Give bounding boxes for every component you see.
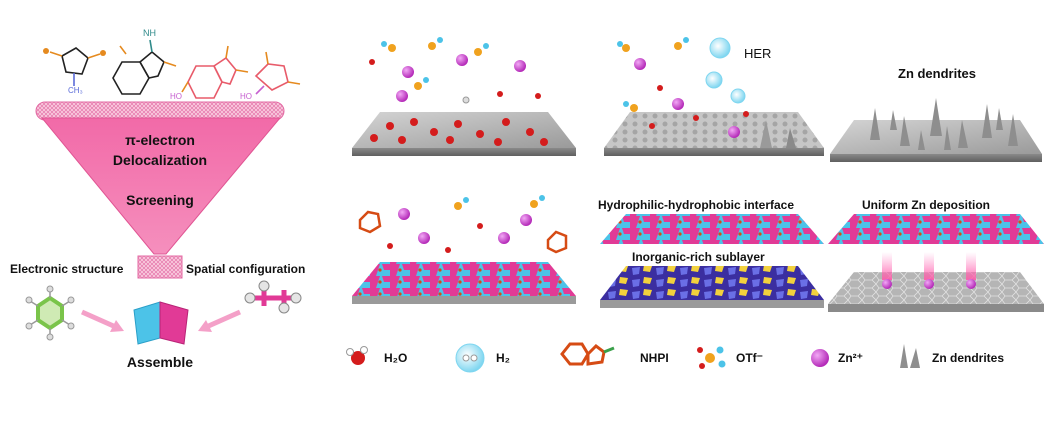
legend-otf-icon: [697, 346, 726, 369]
dendrite-spikes: [870, 98, 1018, 150]
mechanism-panels: [346, 37, 1044, 373]
nh-label: NH: [143, 28, 156, 38]
legend-nhpi-icon: [560, 342, 615, 366]
funnel-line1: π-electron: [125, 132, 195, 148]
water-molecules: [370, 118, 548, 146]
funnel-line2: Delocalization: [112, 152, 208, 168]
h2-bubble: [709, 37, 731, 59]
oxygen-atom: [100, 50, 106, 56]
panel-dendrites: [830, 98, 1042, 162]
uniform-deposition-label: Uniform Zn deposition: [862, 198, 990, 212]
h2-bubble: [730, 88, 746, 104]
ho-label-2: HO: [240, 92, 252, 101]
legend-h2-label: H₂: [496, 351, 510, 365]
legend-dendrites-label: Zn dendrites: [932, 351, 1005, 365]
legend-water-label: H₂O: [384, 351, 408, 365]
methyl-label: CH₃: [68, 86, 83, 95]
legend-nhpi-label: NHPI: [640, 351, 669, 365]
molecule-methylsuccinimide: [49, 47, 101, 86]
panel-bare-zn: [352, 37, 576, 156]
otf-anions: [381, 37, 489, 90]
assemble-label: Assemble: [126, 354, 194, 370]
benzene-icon: [25, 285, 75, 341]
oxygen-atom: [43, 48, 49, 54]
funnel-neck: [137, 255, 183, 279]
assemble-arrow-right: [198, 309, 242, 332]
panel-nhpi-layer: [352, 195, 576, 304]
ho-label-1: HO: [170, 92, 182, 101]
molecule-nhpi: [181, 45, 249, 99]
legend-zn-label: Zn²⁺: [838, 351, 863, 365]
spatial-configuration-label: Spatial configuration: [186, 262, 306, 276]
hydrophilic-interface-label: Hydrophilic-hydrophobic interface: [598, 198, 795, 212]
her-label: HER: [744, 46, 772, 61]
inorganic-sublayer-label: Inorganic-rich sublayer: [632, 250, 765, 264]
funnel-diagram: [25, 39, 302, 345]
molecule-nhs: [254, 51, 301, 95]
funnel-top-cap: [35, 101, 285, 121]
legend-water-icon: [346, 346, 368, 365]
zn-dendrites-label: Zn dendrites: [898, 66, 977, 81]
assemble-arrow-left: [80, 309, 124, 332]
h2-bubble: [705, 71, 723, 89]
assembled-shape: [133, 301, 189, 345]
legend-h2-icon: [455, 343, 485, 373]
panel-interface: [600, 214, 824, 308]
nhpi-molecules: [358, 210, 568, 254]
funnel-screening: Screening: [126, 192, 194, 208]
legend-otf-label: OTf⁻: [736, 351, 763, 365]
zn-ions: [396, 54, 526, 102]
legend-dendrite-icon: [900, 344, 920, 368]
molecule-phthalimide: [112, 39, 177, 95]
electronic-structure-label: Electronic structure: [10, 262, 124, 276]
legend-zn-icon: [811, 349, 829, 367]
panel-her: [604, 37, 824, 156]
panel-uniform: [828, 214, 1044, 312]
funnel-cone: [40, 117, 282, 255]
spatial-configuration-icon: [244, 280, 302, 314]
